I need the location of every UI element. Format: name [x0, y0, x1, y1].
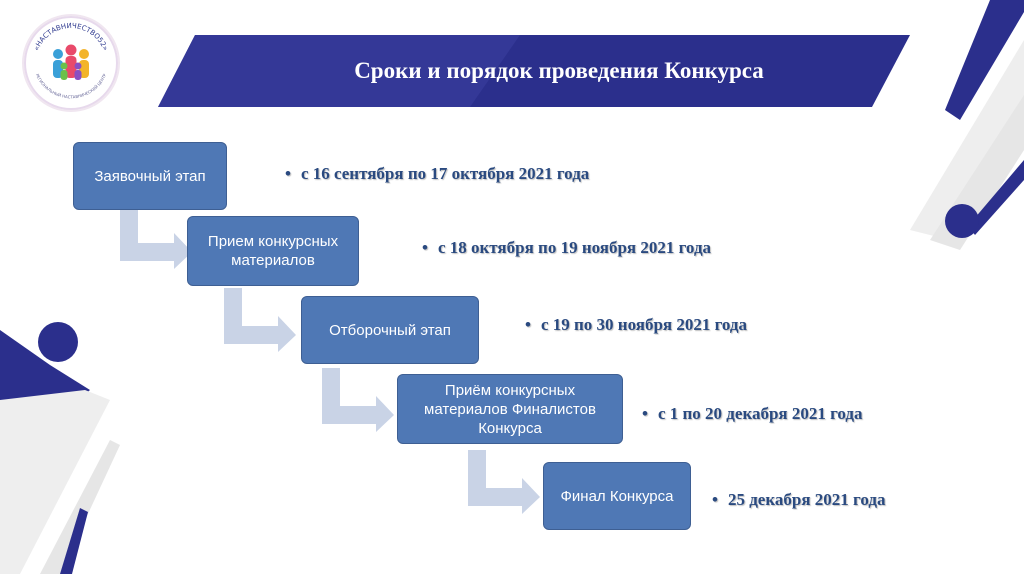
stage-box-selection: Отборочный этап — [301, 296, 479, 364]
stage-date-selection: • с 19 по 30 ноября 2021 года — [525, 315, 747, 335]
bullet-marker: • — [422, 238, 428, 257]
stage-box-application: Заявочный этап — [73, 142, 227, 210]
stage-label-final: Финал Конкурса — [561, 487, 674, 506]
bullet-marker: • — [642, 404, 648, 423]
dot-navy-right — [945, 204, 979, 238]
stage-date-text: с 19 по 30 ноября 2021 года — [541, 315, 747, 334]
stage-label-application: Заявочный этап — [94, 167, 205, 186]
bullet-marker: • — [712, 490, 718, 509]
stage-label-materials: Прием конкурсных материалов — [194, 232, 352, 270]
stage-box-final: Финал Конкурса — [543, 462, 691, 530]
stage-box-materials: Прием конкурсных материалов — [187, 216, 359, 286]
bullet-marker: • — [285, 164, 291, 183]
stage-date-application: • с 16 сентября по 17 октября 2021 года — [285, 164, 589, 184]
bullet-marker: • — [525, 315, 531, 334]
stage-date-materials: • с 18 октября по 19 ноября 2021 года — [422, 238, 711, 258]
stage-date-text: с 18 октября по 19 ноября 2021 года — [438, 238, 711, 257]
page-title: Сроки и порядок проведения Конкурса — [158, 35, 910, 107]
logo-graphic: «НАСТАВНИЧЕСТВО52» РЕГИОНАЛЬНЫЙ НАСТАВНИ… — [22, 14, 120, 112]
stage-box-finalist-materials: Приём конкурсных материалов Финалистов К… — [397, 374, 623, 444]
dot-navy-left — [38, 322, 78, 362]
stage-label-finalist-materials: Приём конкурсных материалов Финалистов К… — [404, 381, 616, 438]
step-arrow-2 — [218, 288, 308, 352]
stage-date-text: с 1 по 20 декабря 2021 года — [658, 404, 863, 423]
stage-date-finalist-materials: • с 1 по 20 декабря 2021 года — [642, 404, 863, 424]
step-arrow-4 — [464, 450, 554, 514]
stage-label-selection: Отборочный этап — [329, 321, 451, 340]
stage-date-text: с 16 сентября по 17 октября 2021 года — [301, 164, 589, 183]
stage-date-final: • 25 декабря 2021 года — [712, 490, 885, 510]
step-arrow-3 — [318, 368, 408, 432]
stage-date-text: 25 декабря 2021 года — [728, 490, 886, 509]
organization-logo: «НАСТАВНИЧЕСТВО52» РЕГИОНАЛЬНЫЙ НАСТАВНИ… — [22, 14, 120, 112]
